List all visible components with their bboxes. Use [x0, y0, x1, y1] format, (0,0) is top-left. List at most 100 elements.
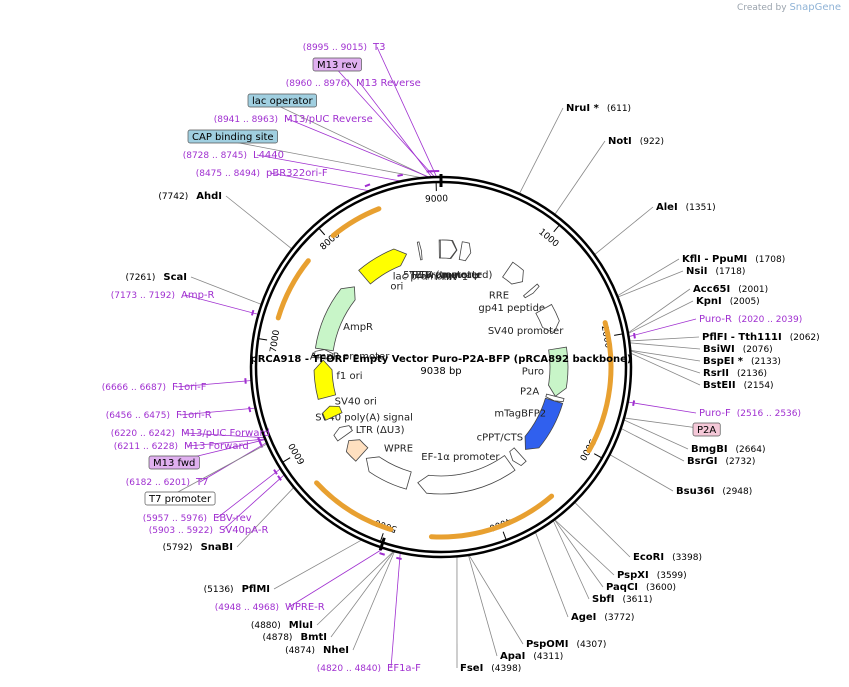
label-name-t7: T7 — [195, 477, 208, 488]
label-m13-puc-reverse: M13/pUC Reverse(8941 .. 8963) — [214, 114, 373, 125]
label-coords-sv40pa-r: (5903 .. 5922) — [149, 526, 213, 536]
label-name-scai: ScaI — [163, 272, 187, 283]
primer-mark-puro-r — [633, 332, 636, 339]
leader-ef1a-f — [390, 552, 401, 669]
label-coords-nrui: (611) — [607, 104, 631, 114]
label-kfli-ppumi: KflI - PpuMI(1708) — [682, 254, 785, 265]
leader-sbfi — [552, 520, 590, 600]
label-name-bmti: BmtI — [300, 632, 327, 643]
box-label-p2a: P2A — [697, 425, 716, 436]
leader-pflmi — [273, 539, 363, 590]
tick-label-7000: 7000 — [269, 329, 282, 353]
label-name-mlui: MluI — [289, 620, 313, 631]
label-apai: ApaI(4311) — [500, 651, 563, 662]
label-name-noti: NotI — [608, 136, 632, 147]
leader-m13-puc-reverse — [287, 118, 430, 178]
leader-snabi — [236, 487, 295, 548]
box-label-cap-binding-site: CAP binding site — [192, 132, 274, 143]
feature-ampr — [314, 286, 356, 352]
label-ecori: EcoRI (3398) — [633, 552, 702, 563]
label-l4440: L4440(8728 .. 8745) — [183, 150, 284, 161]
label-coords-t7: (6182 .. 6201) — [126, 478, 190, 488]
label-coords-pspxi: (3599) — [657, 571, 687, 581]
label-coords-nsii: (1718) — [715, 267, 745, 277]
leader-l4440 — [256, 154, 402, 182]
label-coords-alei: (1351) — [686, 203, 716, 213]
label-coords-ecori: (3398) — [672, 553, 702, 563]
tick-label-1000: 1000 — [536, 227, 560, 250]
box-label-m13-rev: M13 rev — [317, 60, 358, 71]
feature-label-hiv-1: HIV-1 Ψ — [441, 272, 479, 283]
leader-mlui — [316, 550, 395, 626]
feature-label-ampr-promoter: AmpR promoter — [310, 352, 390, 363]
feature-label-sv40-promoter: SV40 promoter — [488, 326, 564, 337]
feature-label-rre: RRE — [489, 291, 509, 302]
label-coords-f1ori-f: (6666 .. 6687) — [102, 383, 166, 393]
label-pspxi: PspXI(3599) — [617, 570, 687, 581]
label-sv40pa-r: SV40pA-R(5903 .. 5922) — [149, 525, 269, 536]
primer-mark-sv40pa-r — [277, 475, 282, 481]
label-noti: NotI (922) — [608, 136, 664, 147]
label-coords-bsiwi: (2076) — [743, 345, 773, 355]
label-coords-puro-r: (2020 .. 2039) — [738, 315, 802, 325]
leader-alei — [594, 206, 654, 256]
feature-wpre — [365, 456, 412, 490]
box-lac-operator — [247, 93, 317, 108]
box-m13-fwd — [148, 455, 200, 470]
label-name-m13-reverse: M13 Reverse — [356, 78, 421, 89]
label-puro-f: Puro-F(2516 .. 2536) — [699, 408, 801, 419]
label-kpni: KpnI(2005) — [696, 296, 760, 307]
label-f1ori-f: F1ori-F(6666 .. 6687) — [102, 382, 207, 393]
tick-label-9000: 9000 — [425, 194, 448, 205]
label-coords-pflmi: (5136) — [204, 585, 234, 595]
label-paqci: PaqCI(3600) — [606, 582, 676, 593]
label-leaders — [164, 46, 714, 669]
box-t7-promoter — [144, 491, 216, 506]
label-coords-noti: (922) — [640, 137, 664, 147]
tick-mark-4000 — [502, 531, 507, 540]
label-coords-apai: (4311) — [533, 652, 563, 662]
label-coords-pbr322ori-f: (8475 .. 8494) — [196, 169, 260, 179]
label-coords-kfli-ppumi: (1708) — [755, 255, 785, 265]
label-coords-rsrii: (2136) — [737, 369, 767, 379]
feature-sv40-ori — [322, 405, 343, 421]
label-coords-kpni: (2005) — [730, 297, 760, 307]
label-f1ori-r: F1ori-R(6456 .. 6475) — [106, 410, 212, 421]
box-cap-binding-site — [187, 129, 278, 144]
label-pflfi-tth111i: PflFI - Tth111I(2062) — [702, 332, 820, 343]
leader-noti — [554, 140, 606, 215]
label-m13-rev: M13 rev — [312, 57, 362, 72]
label-sbfi: SbfI(3611) — [592, 594, 652, 605]
label-coords-mlui: (4880) — [251, 621, 281, 631]
label-bspei: BspEI *(2133) — [703, 356, 781, 367]
label-agei: AgeI(3772) — [571, 612, 634, 623]
feature-rsv-promoter — [439, 239, 458, 259]
label-name-ecori: EcoRI — [633, 552, 664, 563]
label-coords-puro-f: (2516 .. 2536) — [737, 409, 801, 419]
label-coords-m13-puc-forward: (6220 .. 6242) — [111, 429, 175, 439]
label-name-sbfi: SbfI — [592, 594, 614, 605]
label-coords-ebv-rev: (5957 .. 5976) — [143, 514, 207, 524]
leader-wpre-r — [288, 547, 385, 608]
feature-gp41-peptide — [522, 283, 540, 299]
leader-kfli-ppumi — [617, 258, 680, 297]
feature-puro — [548, 346, 569, 397]
primer-mark-puro-f — [632, 400, 636, 406]
label-ef1a-f: EF1a-F(4820 .. 4840) — [317, 663, 421, 674]
leader-ebv-rev — [216, 468, 281, 519]
feature-cppt-cts — [509, 447, 527, 467]
feature-label-puro: Puro — [522, 366, 544, 377]
label-coords-pflfi-tth111i: (2062) — [790, 333, 820, 343]
tick-mark-5000 — [380, 533, 384, 541]
feature-3-ltr-u3 — [345, 439, 369, 462]
label-amp-r: Amp-R(7173 .. 7192) — [111, 290, 215, 301]
label-rsrii: RsrII(2136) — [703, 368, 767, 379]
feature-label-t3-promoter: T3 promoter — [408, 270, 472, 281]
feature-label-f1-ori: f1 ori — [336, 371, 362, 382]
leader-apai — [467, 554, 498, 657]
box-p2a — [692, 422, 721, 437]
label-ahdi: AhdI(7742) — [158, 191, 222, 202]
primer-arcs — [275, 206, 614, 540]
